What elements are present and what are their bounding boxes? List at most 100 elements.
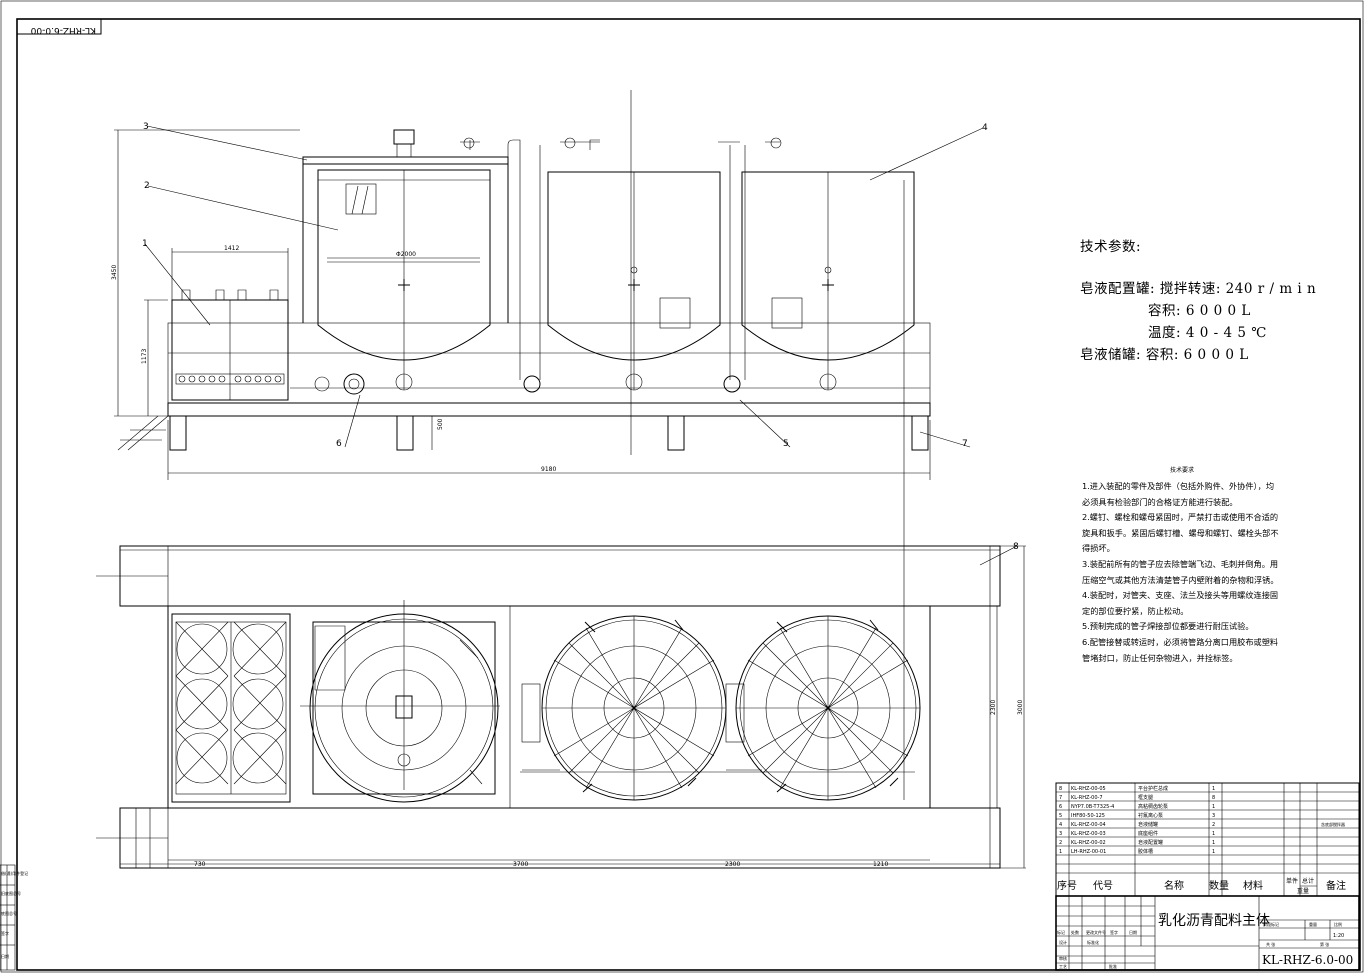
callout-6: 6: [336, 439, 342, 449]
bom-row3-no: 3: [1059, 831, 1062, 837]
tb-label-approve: 批准: [1109, 963, 1117, 969]
tech-param-line-1: 皂液配置罐: 搅拌转速: 240 r / m i n: [1080, 281, 1317, 297]
tech-req-item-5: 5.预制完成的管子焊接部位都要进行耐压试验。: [1082, 621, 1254, 632]
bom-row7-code: KL-RHZ-00-7: [1071, 795, 1103, 801]
tb-label-process: 工艺: [1059, 964, 1067, 969]
callout-3: 3: [143, 122, 149, 132]
tb-label-stage: 阶段标记: [1263, 921, 1279, 927]
bom-row4-qty: 2: [1212, 822, 1215, 828]
dim-tank-dia: Φ2000: [396, 251, 416, 258]
tech-req-item-3: 3.装配前所有的管子应去除管端飞边、毛刺并倒角。用压缩空气或其他方法清楚管子内壁…: [1082, 558, 1279, 585]
title-block: 乳化沥青配料主体 KL-RHZ-6.0-00 1:20 标记 处数 更改文件号 …: [1055, 895, 1360, 971]
strip-label-4: 签字: [1, 930, 9, 936]
bom-header-unit: 单件: [1286, 877, 1298, 885]
storage-tank-a: [541, 615, 727, 801]
tech-req-item-4: 4.装配时，对管夹、支座、法兰及接头等用螺纹连接固定的部位要拧紧，防止松动。: [1082, 590, 1279, 616]
bom-header-no: 序号: [1057, 879, 1077, 892]
tech-params-heading: 技术参数:: [1080, 239, 1142, 255]
tech-requirements: 技术要求 1.进入装配的零件及部件（包括外购件、外协件），均必须具有检验部门的合…: [1082, 466, 1282, 666]
dim-leg-height: 500: [437, 418, 444, 430]
bom-header-total: 总计: [1302, 877, 1314, 885]
dim-overall-height: 3450: [111, 265, 118, 280]
bom-row4-name: 皂液储罐: [1138, 821, 1158, 828]
bom-row3-code: KL-RHZ-00-03: [1071, 831, 1106, 837]
dim-plan-4: 1210: [873, 861, 888, 868]
tech-req-heading: 技术要求: [1169, 467, 1194, 474]
bom-row1-code: LH-RHZ-00-01: [1071, 849, 1106, 855]
tech-req-item-1: 1.进入装配的零件及部件（包括外购件、外协件），均必须具有检验部门的合格证方能进…: [1082, 481, 1275, 507]
bom-row5-code: IHF80-50-125: [1071, 813, 1105, 819]
bom-header-remark: 备注: [1326, 879, 1346, 892]
strip-label-2: 旧底图总号: [1, 890, 21, 896]
tb-label-weight: 重量: [1309, 921, 1317, 927]
tech-param-line-3: 温度: 4 0 - 4 5 ℃: [1148, 325, 1267, 341]
callout-1: 1: [142, 239, 148, 249]
callout-8: 8: [1013, 542, 1019, 552]
tb-label-scale: 比例: [1334, 921, 1342, 927]
bom-row1-name: 胶体槽: [1138, 848, 1153, 855]
strip-label-3: 底图总号: [1, 910, 17, 916]
tech-param-line-4: 皂液储罐: 容积: 6 0 0 0 L: [1080, 347, 1249, 363]
strip-label-1: 借(通)用件登记: [1, 870, 28, 876]
dim-top-width: 1412: [224, 245, 239, 252]
bom-row6-no: 6: [1059, 804, 1062, 810]
bom-row1-qty: 1: [1212, 849, 1215, 855]
bom-row2-no: 2: [1059, 840, 1062, 846]
dim-overall-length: 9180: [541, 466, 556, 473]
tb-label-date: 日期: [1129, 929, 1137, 935]
title-text: 乳化沥青配料主体: [1158, 913, 1270, 929]
bom-header-weight: 重量: [1297, 887, 1309, 895]
code-box: [16, 18, 102, 35]
bom-row7-qty: 8: [1212, 795, 1215, 801]
bom-row8-qty: 1: [1212, 786, 1215, 792]
dim-plan-width-b: 3000: [1017, 700, 1024, 715]
bom-row6-qty: 1: [1212, 804, 1215, 810]
bom-row7-no: 7: [1059, 795, 1062, 801]
tech-param-line-2: 容积: 6 0 0 0 L: [1148, 303, 1251, 319]
storage-tank-b: [735, 615, 921, 801]
tb-label-sheet-no: 第 张: [1320, 941, 1329, 947]
tech-req-item-6: 6.配管接替或转运时，必须将管路分离口用胶布或塑料管堵封口，防止任何杂物进入，并…: [1082, 636, 1279, 663]
bom-row6-name: 高粘稠齿轮泵: [1138, 803, 1168, 810]
bom-row5-no: 5: [1059, 813, 1062, 819]
tb-label-sheets: 共 张: [1266, 941, 1275, 947]
tb-label-count: 处数: [1071, 929, 1079, 935]
tech-req-item-2: 2.螺钉、螺栓和螺母紧固时，严禁打击或使用不合适的旋具和扳手。紧固后螺钉槽、螺母…: [1082, 512, 1279, 554]
bom-row2-qty: 1: [1212, 840, 1215, 846]
dim-plan-width-a: 2300: [990, 700, 997, 715]
bom-row8-code: KL-RHZ-00-05: [1071, 786, 1106, 792]
dim-plan-2: 3700: [513, 861, 528, 868]
callout-2: 2: [144, 181, 150, 191]
bom-row3-qty: 1: [1212, 831, 1215, 837]
callouts: 3 2 1 4 5 6 7 8: [142, 122, 1019, 552]
rotated-drawing-code: KL-RHZ-6.0-00: [30, 25, 96, 35]
bom-row3-name: 底座组件: [1138, 830, 1158, 837]
bom-row4-no: 4: [1059, 822, 1062, 828]
dim-plan-3: 2300: [725, 861, 740, 868]
bom-table: 8 KL-RHZ-00-05 平台护栏总成 1 7 KL-RHZ-00-7 框支…: [1055, 782, 1360, 897]
left-strip: [0, 864, 16, 971]
tb-label-standard: 标准化: [1087, 939, 1099, 945]
bom-header-name: 名称: [1164, 879, 1184, 892]
strip-label-5: 日期: [1, 953, 9, 959]
callout-5: 5: [783, 439, 789, 449]
bom-row6-code: NYP7.0B-T7325-4: [1071, 804, 1114, 810]
bom-row4-code: KL-RHZ-00-04: [1071, 822, 1106, 828]
bom-row5-name: 衬氟离心泵: [1138, 812, 1163, 819]
drawing-number: KL-RHZ-6.0-00: [1262, 953, 1353, 967]
elevation-view: [114, 90, 1018, 800]
scale-value: 1:20: [1333, 933, 1344, 939]
callout-4: 4: [982, 123, 988, 133]
bom-row4-remark: 含底部搅拌器: [1321, 821, 1345, 827]
bom-row8-name: 平台护栏总成: [1138, 785, 1168, 792]
bom-row7-name: 框支腿: [1138, 794, 1153, 801]
dim-plan-1: 730: [194, 861, 206, 868]
tb-label-review: 审核: [1059, 955, 1067, 961]
bom-row8-no: 8: [1059, 786, 1062, 792]
dim-frame-height: 1173: [141, 349, 148, 364]
drawing-frame: [16, 18, 1361, 971]
bom-header-qty: 数量: [1209, 879, 1229, 892]
bom-row5-qty: 3: [1212, 813, 1215, 819]
tb-label-design: 设计: [1059, 939, 1067, 945]
